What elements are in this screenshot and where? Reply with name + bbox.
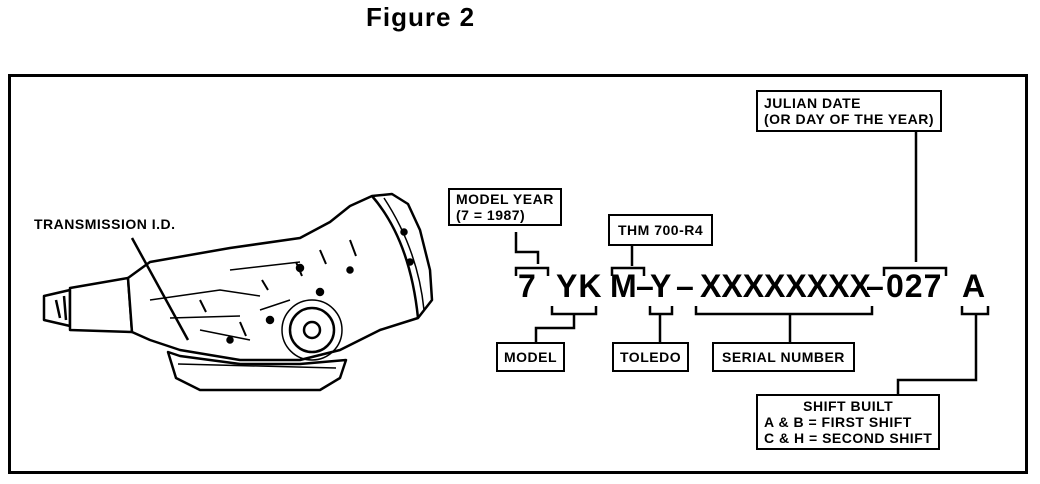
code-dash-2: – [676, 268, 695, 304]
model-leader [534, 314, 576, 344]
toledo-bracket [648, 306, 674, 316]
serial-bracket [694, 306, 874, 316]
code-shift: A [962, 268, 987, 304]
toledo-box: TOLEDO [612, 342, 690, 372]
julian-bracket [882, 266, 948, 276]
m-bracket [610, 266, 646, 276]
thm-box: THM 700-R4 [608, 214, 714, 246]
transmission-illustration [42, 192, 434, 392]
code-m: M [610, 268, 638, 304]
shift-built-box: SHIFT BUILT A & B = FIRST SHIFT C & H = … [756, 394, 941, 450]
model-bracket [550, 306, 598, 316]
code-year: 7 [518, 268, 537, 304]
shift-built-line-3: C & H = SECOND SHIFT [764, 430, 933, 446]
connector-lines [130, 132, 990, 396]
shift-bracket [960, 306, 990, 316]
code-model: YK [556, 268, 603, 304]
figure-title: Figure 2 [366, 2, 476, 32]
shift-built-line-1: SHIFT BUILT [803, 398, 894, 414]
model-year-line-1: MODEL YEAR [456, 191, 554, 207]
code-dash-3: – [866, 268, 885, 304]
year-bracket [514, 266, 550, 276]
transmission-id-label: TRANSMISSION I.D. [34, 216, 176, 232]
julian-date-line-1: JULIAN DATE [764, 95, 862, 111]
transmission-id-leader [130, 237, 190, 341]
code-serial: XXXXXXXX [700, 268, 871, 304]
diagram-frame [8, 74, 1028, 474]
code-dash-1: – [636, 268, 655, 304]
shift-built-line-2: A & B = FIRST SHIFT [764, 414, 912, 430]
code-y: Y [650, 268, 673, 304]
shift-leader [896, 314, 978, 396]
code-julian: 027 [886, 268, 943, 304]
julian-date-box: JULIAN DATE (OR DAY OF THE YEAR) [756, 90, 942, 132]
serial-number-box: SERIAL NUMBER [712, 342, 855, 372]
model-year-line-2: (7 = 1987) [456, 207, 526, 223]
model-year-leader [514, 232, 540, 264]
julian-date-line-2: (OR DAY OF THE YEAR) [764, 111, 934, 127]
model-year-box: MODEL YEAR (7 = 1987) [448, 188, 562, 226]
model-box: MODEL [496, 342, 566, 372]
